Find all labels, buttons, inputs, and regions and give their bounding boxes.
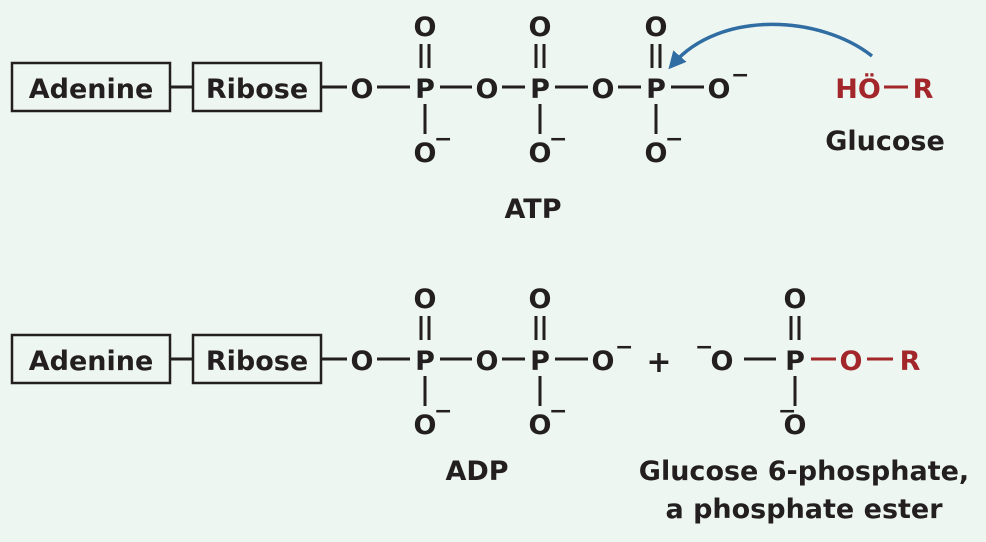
negative-charge: − bbox=[778, 399, 796, 424]
oxygen-atom: O bbox=[529, 12, 552, 43]
adp-structure: Adenine Ribose O O P O − O O P O − O − A… bbox=[10, 284, 633, 487]
oxygen-atom: O bbox=[708, 74, 731, 105]
negative-charge: − bbox=[549, 399, 567, 424]
oxygen-atom: O bbox=[529, 284, 552, 315]
oxygen-atom: O bbox=[784, 410, 807, 441]
oxygen-atom: O bbox=[414, 138, 437, 169]
negative-charge: − bbox=[615, 335, 633, 360]
negative-charge: − bbox=[695, 335, 713, 360]
oxygen-atom: O bbox=[351, 74, 374, 105]
negative-charge: − bbox=[434, 399, 452, 424]
plus-sign: + bbox=[646, 345, 671, 380]
negative-charge: − bbox=[549, 127, 567, 152]
negative-charge: − bbox=[665, 127, 683, 152]
oxygen-atom: O bbox=[592, 346, 615, 377]
ribose-label: Ribose bbox=[206, 74, 308, 105]
adenine-label: Adenine bbox=[29, 346, 154, 377]
oxygen-atom: O bbox=[529, 138, 552, 169]
oxygen-atom: O bbox=[645, 138, 668, 169]
phosphorus-atom: P bbox=[646, 74, 666, 105]
atp-label: ATP bbox=[504, 194, 561, 225]
atp-structure: Adenine Ribose O O P O − O O P O − O O P bbox=[10, 12, 749, 225]
negative-charge: − bbox=[434, 127, 452, 152]
oxygen-atom: O bbox=[711, 346, 734, 377]
phosphorus-atom: P bbox=[415, 74, 435, 105]
r-group: R bbox=[900, 346, 921, 377]
glucose-label: Glucose bbox=[825, 126, 945, 157]
oxygen-atom: O bbox=[784, 284, 807, 315]
oxygen-atom: O bbox=[414, 12, 437, 43]
oxygen-atom: O bbox=[645, 12, 668, 43]
ester-oxygen-atom: O bbox=[840, 346, 863, 377]
oxygen-atom: O bbox=[476, 74, 499, 105]
oxygen-atom: O bbox=[529, 410, 552, 441]
hydroxyl-group: HÖ bbox=[835, 72, 881, 105]
glucose-6-phosphate-label: Glucose 6-phosphate, bbox=[639, 456, 969, 487]
adenine-label: Adenine bbox=[29, 74, 154, 105]
glucose-6-phosphate-structure: − O O P − O O R Glucose 6-phosphate, a p… bbox=[639, 284, 969, 525]
phosphorus-atom: P bbox=[530, 346, 550, 377]
adp-label: ADP bbox=[445, 456, 508, 487]
glucose-structure: HÖ R Glucose bbox=[825, 72, 945, 157]
oxygen-atom: O bbox=[414, 410, 437, 441]
curved-arrow-icon bbox=[668, 22, 874, 70]
oxygen-atom: O bbox=[414, 284, 437, 315]
phosphorus-atom: P bbox=[785, 346, 805, 377]
negative-charge: − bbox=[731, 63, 749, 88]
oxygen-atom: O bbox=[351, 346, 374, 377]
oxygen-atom: O bbox=[476, 346, 499, 377]
phosphorus-atom: P bbox=[530, 74, 550, 105]
r-group: R bbox=[913, 74, 934, 105]
oxygen-atom: O bbox=[592, 74, 615, 105]
phosphorus-atom: P bbox=[415, 346, 435, 377]
phosphate-ester-label: a phosphate ester bbox=[665, 494, 943, 525]
ribose-label: Ribose bbox=[206, 346, 308, 377]
